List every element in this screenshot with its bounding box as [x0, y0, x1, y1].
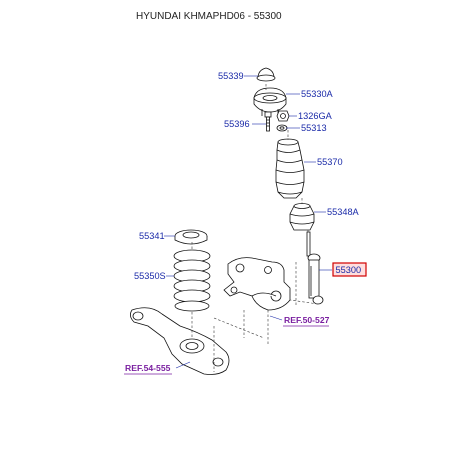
lower-control-arm — [130, 307, 230, 375]
label-55300[interactable]: 55300 — [336, 265, 362, 275]
ref-label-lower-arm[interactable]: REF.54-555 — [125, 363, 171, 373]
highlight-box-55300 — [332, 262, 367, 277]
diagram-title: HYUNDAI KHMAPHD06 - 55300 — [136, 11, 282, 22]
bump-stopper-55348a — [289, 203, 315, 231]
washer-55313 — [276, 124, 288, 132]
label-55330a[interactable]: 55330A — [301, 89, 334, 99]
dust-boot-55370 — [275, 138, 305, 199]
spring-seat-55341 — [174, 229, 208, 245]
strut-mount-55330a — [253, 87, 287, 116]
label-55370[interactable]: 55370 — [317, 157, 343, 167]
label-55348a[interactable]: 55348A — [327, 207, 360, 217]
label-1326ga[interactable]: 1326GA — [298, 111, 333, 121]
leader-lines — [164, 75, 332, 369]
shock-absorber-55300 — [306, 231, 324, 305]
label-55350s[interactable]: 55350S — [134, 271, 166, 281]
label-55396[interactable]: 55396 — [224, 119, 250, 129]
ref-label-knuckle[interactable]: REF.50-527 — [284, 315, 330, 325]
label-55339[interactable]: 55339 — [218, 71, 244, 81]
nut-1326ga — [276, 110, 290, 122]
coil-spring-55350s — [173, 249, 211, 312]
label-55341[interactable]: 55341 — [139, 231, 165, 241]
assembly-guide-lines — [191, 84, 319, 372]
rear-knuckle — [223, 257, 291, 311]
label-55313[interactable]: 55313 — [301, 123, 327, 133]
bolt-55396 — [264, 111, 272, 132]
mount-cap-55339 — [256, 67, 276, 82]
